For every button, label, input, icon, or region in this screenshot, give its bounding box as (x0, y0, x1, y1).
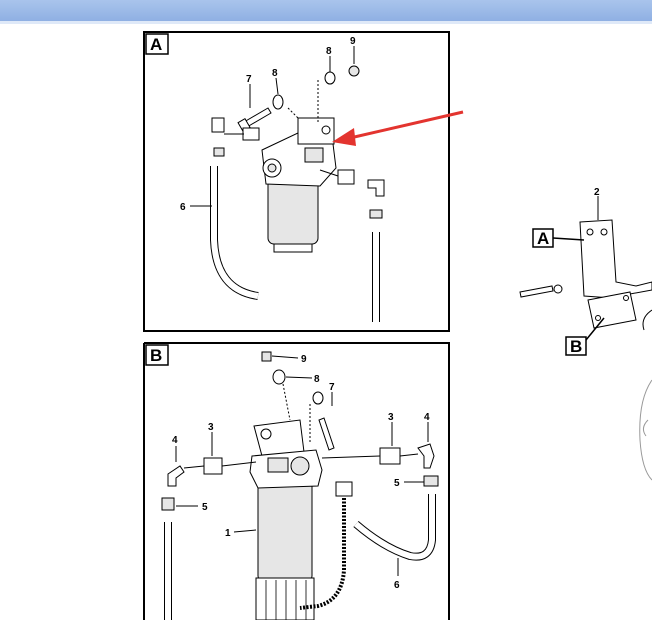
nut-9-a (348, 65, 360, 77)
header-divider (0, 21, 652, 24)
side-tag-b (565, 336, 587, 356)
callout-5-b-left: 5 (202, 502, 208, 513)
panel-a-label: A (150, 35, 162, 54)
panel-a: A (143, 31, 464, 332)
callout-6-a: 6 (180, 202, 186, 213)
washer-8-b-right (312, 391, 324, 405)
clip-5-b-left (161, 497, 175, 511)
clip-5-a-left (213, 147, 225, 157)
elbow-4-b-right (417, 443, 435, 469)
highlight-arrow (332, 110, 464, 146)
clip-5-b-right (423, 475, 439, 487)
side-bolt (519, 285, 554, 298)
panel-b-frame (143, 342, 450, 620)
callout-3-b-right: 3 (388, 412, 394, 423)
clip-5-a-right (369, 209, 383, 219)
callout-9-b: 9 (301, 354, 307, 365)
fuel-filter-b (249, 419, 323, 620)
callout-8-a: 8 (272, 68, 278, 79)
bolt-7-b (318, 417, 335, 451)
fitting-3-b-right (379, 447, 401, 465)
drain-cap-b (335, 481, 353, 497)
callout-3-b-left: 3 (208, 422, 214, 433)
callout-1-b: 1 (225, 528, 231, 539)
panel-a-tag (145, 33, 169, 55)
nut-9-b (261, 351, 272, 362)
elbow-4-a-left (211, 117, 225, 133)
fuel-filter-a (261, 117, 337, 253)
callout-7-a: 7 (246, 74, 252, 85)
callout-4-b-right: 4 (424, 412, 430, 423)
washer-8-a (272, 94, 284, 110)
fitting-3-a-right (337, 169, 355, 185)
callout-9-a: 9 (350, 36, 356, 47)
callout-2: 2 (594, 187, 600, 198)
side-label-a: A (537, 229, 549, 248)
washer-8-b (272, 369, 286, 385)
side-diagram: 2 A B (519, 187, 652, 481)
drain-line-b (299, 498, 346, 610)
bracket-2 (579, 219, 652, 299)
elbow-4-a-right (367, 179, 385, 197)
panel-b-label: B (150, 346, 162, 365)
fitting-3-a-left (242, 127, 260, 141)
panel-b-tag (145, 344, 169, 366)
callout-6-b: 6 (394, 580, 400, 591)
callout-8-a-top: 8 (326, 46, 332, 57)
callout-8-b: 8 (314, 374, 320, 385)
fitting-3-b-left (203, 457, 223, 475)
callout-5-b-right: 5 (394, 478, 400, 489)
callout-4-b-left: 4 (172, 435, 178, 446)
elbow-4-b-left (167, 465, 185, 487)
callout-7-b: 7 (329, 382, 335, 393)
washer-8-a-top (324, 71, 336, 85)
side-label-b: B (570, 337, 582, 356)
panel-b: B 9 8 7 4 3 (143, 342, 450, 620)
